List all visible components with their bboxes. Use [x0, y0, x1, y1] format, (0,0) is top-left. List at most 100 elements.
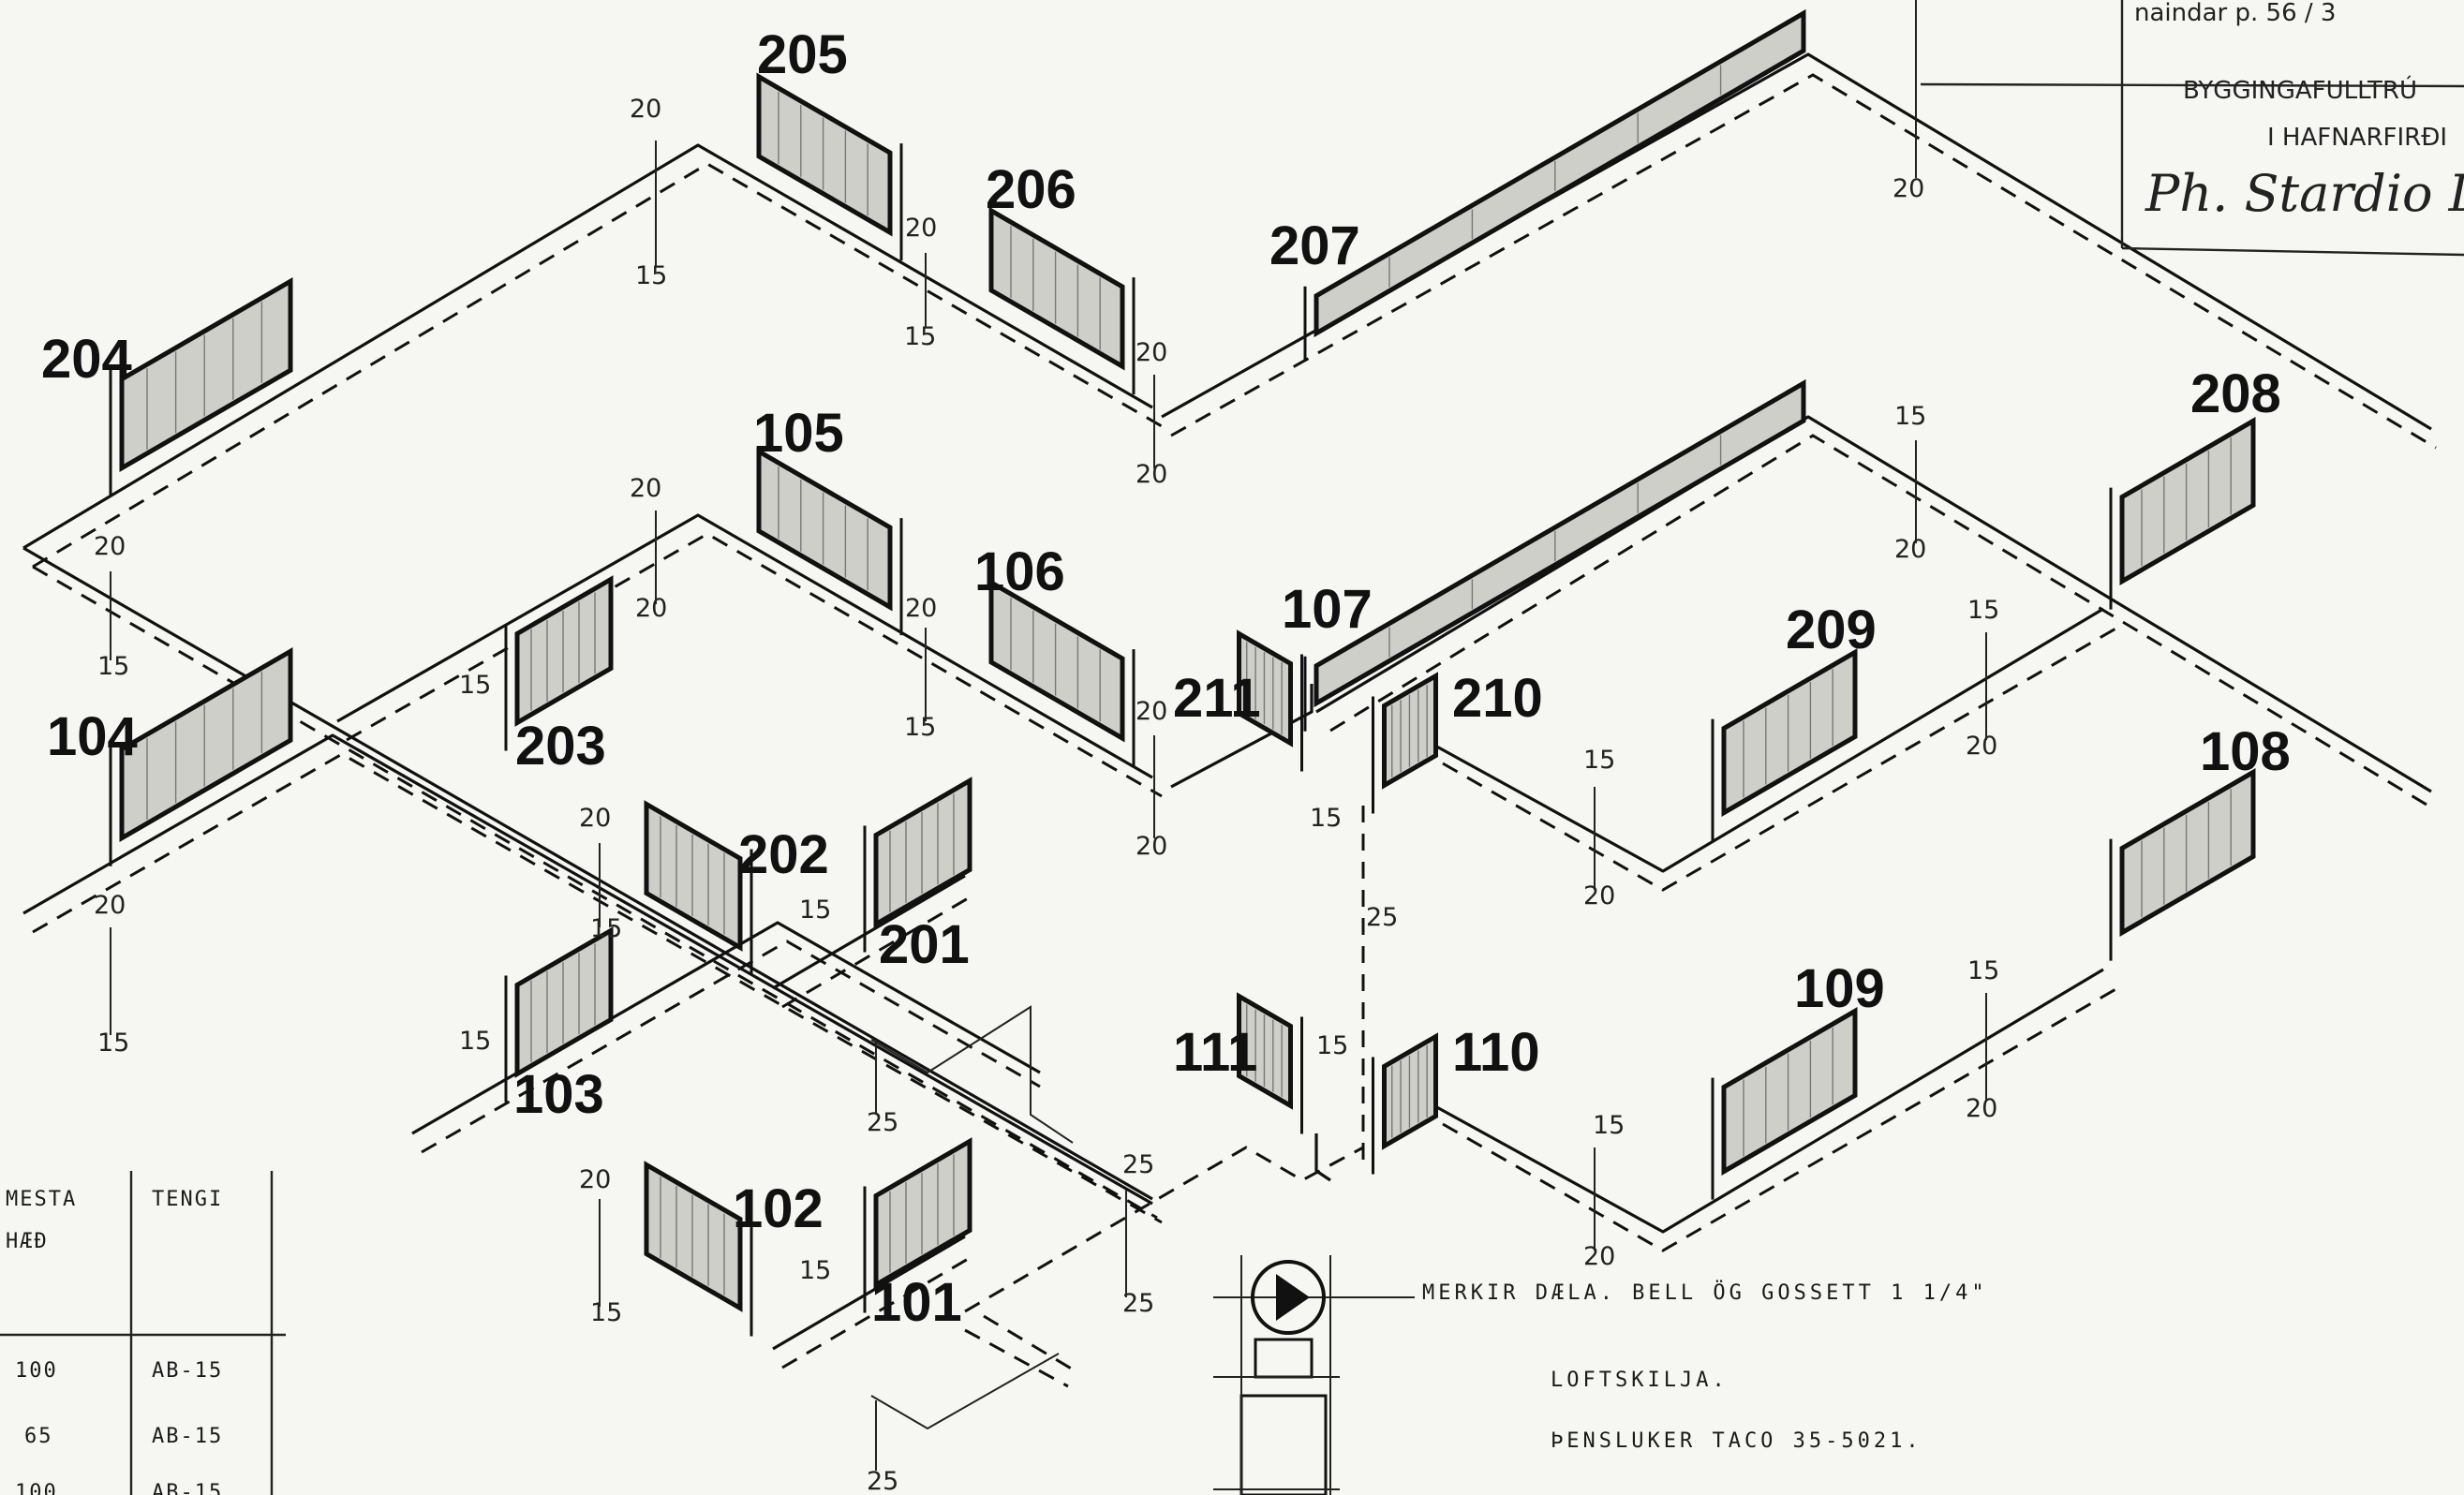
approval-stamp: naindar p. 56 / 3 BYGGINGAFULLTRÚ I HAFN… [1920, 0, 2464, 257]
dimension-label: 20 [94, 532, 126, 561]
stamp-line-3: I HAFNARFIRÐI [2267, 124, 2447, 152]
radiator-label: 111 [1173, 1022, 1257, 1083]
radiator-panel [873, 1137, 972, 1289]
dimension-label: 15 [904, 322, 936, 351]
radiator-label: 104 [47, 706, 138, 767]
radiator-207: 207 [1269, 8, 1806, 362]
dimension-label: 25 [867, 1108, 898, 1137]
dimension-label: 15 [590, 914, 622, 943]
dimension-label: 20 [579, 1165, 611, 1194]
radiator-panel [514, 575, 614, 727]
radiator-104: 104 [47, 646, 293, 866]
radiator-panel [119, 646, 293, 843]
radiator-label: 206 [986, 159, 1076, 220]
radiator-111: 111 [1173, 992, 1303, 1134]
radiator-panel [644, 800, 743, 952]
radiator-110: 110 [1372, 1022, 1540, 1175]
dimension-label: 20 [1583, 1242, 1615, 1271]
dimension-label: 15 [590, 1298, 622, 1327]
dimension-label: 20 [1136, 697, 1167, 726]
radiator-label: 103 [513, 1064, 604, 1125]
radiator-label: 210 [1452, 668, 1543, 729]
dimension-label: 15 [799, 1256, 831, 1285]
table-header-connection: TENGI [152, 1188, 223, 1211]
pump-note: MERKIR DÆLA. BELL ÖG GOSSETT 1 1/4" [1422, 1280, 1988, 1305]
radiator-label: 203 [515, 716, 606, 777]
dimension-label: 20 [1966, 1094, 1997, 1123]
dimension-label: 15 [1593, 1111, 1625, 1140]
dimension-label: 20 [905, 214, 937, 243]
radiator-panel [1721, 648, 1858, 817]
dimension-label: 15 [1967, 956, 1999, 985]
radiator-label: 211 [1173, 668, 1261, 729]
height-connection-table: MESTA HÆÐ TENGI 100 AB-15 65 AB-15 100 A… [0, 1171, 286, 1495]
dimension-label: 20 [630, 474, 661, 503]
table-cell: 65 [24, 1425, 53, 1448]
dimension-label: 15 [1310, 804, 1342, 833]
radiator-label: 105 [753, 403, 844, 464]
radiator-panel [988, 578, 1125, 743]
dimension-label: 15 [459, 671, 491, 700]
dimension-label: 20 [1136, 338, 1167, 367]
dimension-label: 20 [94, 891, 126, 920]
radiator-205: 205 [756, 24, 903, 261]
dimension-label: 20 [1966, 732, 1997, 761]
radiator-label: 109 [1794, 958, 1885, 1019]
radiator-108: 108 [2109, 721, 2291, 961]
radiator-210: 210 [1372, 668, 1543, 814]
legend-notes: MERKIR DÆLA. BELL ÖG GOSSETT 1 1/4" LOFT… [1422, 1280, 1988, 1453]
radiator-panel [873, 777, 972, 928]
stamp-signature: Ph. Stardio Dr. [2145, 164, 2464, 223]
table-cell: AB-15 [152, 1425, 223, 1448]
radiator-panel [2119, 768, 2256, 937]
radiator-label: 205 [757, 24, 848, 85]
radiator-panel [988, 206, 1125, 371]
radiator-204: 204 [41, 276, 293, 496]
radiator-206: 206 [986, 159, 1136, 395]
dimension-label: 15 [97, 652, 129, 681]
pump-symbol [1213, 1255, 1415, 1495]
radiator-101: 101 [863, 1137, 972, 1333]
dimension-label: 20 [1136, 460, 1167, 489]
dimension-label: 20 [1136, 832, 1167, 861]
radiator-109: 109 [1711, 958, 1885, 1200]
upper-floor-pipes [22, 52, 2437, 1252]
radiator-panel [644, 1161, 743, 1312]
radiator-label: 209 [1786, 599, 1877, 660]
radiator-panel [119, 276, 293, 473]
radiator-panel [2119, 417, 2256, 585]
radiator-203: 203 [504, 575, 614, 777]
stamp-line-2: BYGGINGAFULLTRÚ [2183, 75, 2417, 105]
dimension-label: 20 [579, 804, 611, 833]
dimension-label: 25 [1366, 903, 1398, 932]
radiator-103: 103 [504, 926, 614, 1125]
stamp-line-1: naindar p. 56 / 3 [2134, 0, 2336, 27]
radiator-label: 110 [1452, 1022, 1540, 1083]
radiator-label: 202 [738, 824, 829, 885]
dimension-label: 25 [1122, 1150, 1154, 1179]
dimension-label: 15 [1967, 596, 1999, 625]
dimension-label: 20 [1893, 174, 1924, 203]
dimension-label: 20 [905, 594, 937, 623]
radiator-label: 102 [733, 1178, 824, 1239]
dimension-label: 15 [97, 1029, 129, 1058]
radiator-label: 101 [871, 1272, 962, 1333]
radiator-panel [1721, 1007, 1858, 1176]
dimension-label: 20 [635, 594, 667, 623]
radiator-201: 201 [863, 777, 972, 975]
dimension-ticks [110, 0, 1987, 1471]
separator-note: LOFTSKILJA. [1551, 1369, 1729, 1392]
table-header-height: MESTA [6, 1188, 77, 1211]
radiator-211: 211 [1173, 629, 1303, 772]
dimension-label: 15 [459, 1027, 491, 1056]
radiator-panel [1314, 378, 1806, 708]
radiator-label: 201 [879, 914, 970, 975]
dimension-label: 15 [904, 713, 936, 742]
radiator-panel [1314, 8, 1806, 338]
radiator-label: 207 [1269, 215, 1360, 276]
table-header-height-2: HÆÐ [6, 1230, 49, 1253]
tank-note: ÞENSLUKER TACO 35-5021. [1551, 1429, 1922, 1453]
radiator-105: 105 [753, 403, 903, 636]
radiator-107: 107 [1282, 378, 1806, 732]
